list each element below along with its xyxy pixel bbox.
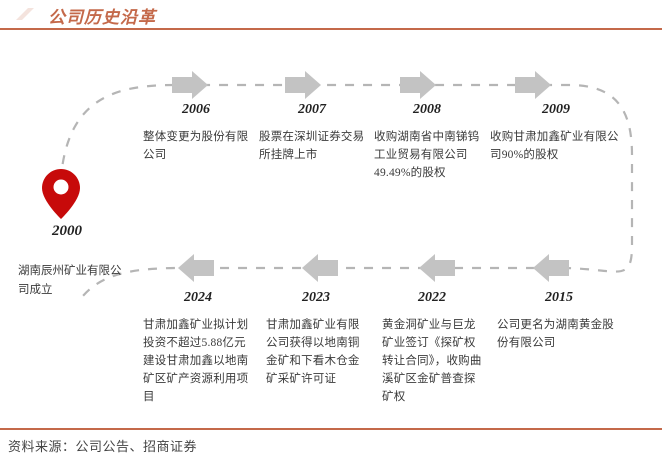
milestone-description: 湖南辰州矿业有限公司成立 bbox=[18, 265, 122, 296]
arrow-head bbox=[192, 71, 208, 99]
arrow-head bbox=[535, 71, 551, 99]
arrow-shaft bbox=[435, 260, 455, 276]
milestone-description: 收购湖南省中南锑钨工业贸易有限公司49.49%的股权 bbox=[374, 131, 480, 179]
map-pin-icon bbox=[42, 169, 80, 219]
milestone-description: 公司更名为湖南黄金股份有限公司 bbox=[497, 319, 614, 349]
arrow-shaft bbox=[285, 77, 305, 93]
milestone-year: 2008 bbox=[413, 102, 441, 117]
arrow-head bbox=[302, 254, 318, 282]
milestone-year: 2024 bbox=[184, 290, 212, 305]
milestone-description: 甘肃加鑫矿业有限公司获得以地南铜金矿和下看木仓金矿采矿许可证 bbox=[266, 319, 360, 385]
milestone-year: 2006 bbox=[182, 102, 210, 117]
milestone-2009: 2009 收购甘肃加鑫矿业有限公司90%的股权 bbox=[490, 102, 622, 164]
source-note: 资料来源：公司公告、招商证券 bbox=[8, 439, 198, 454]
timeline-dashed-path bbox=[58, 83, 634, 303]
page-title: 公司历史沿革 bbox=[48, 8, 156, 27]
milestone-description: 甘肃加鑫矿业拟计划投资不超过5.88亿元建设甘肃加鑫以地南矿区矿产资源利用项目 bbox=[143, 319, 249, 403]
milestone-year: 2015 bbox=[545, 290, 573, 305]
arrow-shaft bbox=[172, 77, 192, 93]
milestone-description: 黄金洞矿业与巨龙矿业签订《探矿权转让合同》，收购曲溪矿区金矿普查探矿权 bbox=[382, 319, 482, 403]
milestone-2015: 2015 公司更名为湖南黄金股份有限公司 bbox=[497, 290, 621, 352]
milestone-year: 2023 bbox=[302, 290, 330, 305]
arrow-shaft bbox=[400, 77, 420, 93]
milestone-year: 2022 bbox=[418, 290, 446, 305]
arrow-head bbox=[419, 254, 435, 282]
arrow-head bbox=[420, 71, 436, 99]
milestone-2024: 2024 甘肃加鑫矿业拟计划投资不超过5.88亿元建设甘肃加鑫以地南矿区矿产资源… bbox=[143, 290, 253, 406]
milestone-year: 2009 bbox=[542, 102, 570, 117]
milestone-description: 整体变更为股份有限公司 bbox=[143, 131, 249, 161]
arrow-shaft bbox=[318, 260, 338, 276]
footer-divider bbox=[0, 428, 662, 430]
arrow-head bbox=[178, 254, 194, 282]
arrow-shaft bbox=[549, 260, 569, 276]
milestone-2008: 2008 收购湖南省中南锑钨工业贸易有限公司49.49%的股权 bbox=[374, 102, 480, 182]
arrow-shaft bbox=[194, 260, 214, 276]
milestone-2023: 2023 甘肃加鑫矿业有限公司获得以地南铜金矿和下看木仓金矿采矿许可证 bbox=[266, 290, 366, 388]
milestone-description: 收购甘肃加鑫矿业有限公司90%的股权 bbox=[490, 131, 619, 161]
milestone-origin: 2000 湖南辰州矿业有限公司成立 bbox=[8, 223, 126, 300]
page-footer: 资料来源：公司公告、招商证券 bbox=[0, 428, 662, 462]
milestone-2007: 2007 股票在深圳证券交易所挂牌上市 bbox=[259, 102, 365, 164]
milestone-year: 2000 bbox=[52, 223, 82, 239]
arrow-shaft bbox=[515, 77, 535, 93]
page-header: 公司历史沿革 bbox=[0, 0, 662, 40]
milestone-2006: 2006 整体变更为股份有限公司 bbox=[143, 102, 249, 164]
milestone-2022: 2022 黄金洞矿业与巨龙矿业签订《探矿权转让合同》，收购曲溪矿区金矿普查探矿权 bbox=[382, 290, 482, 406]
milestone-description: 股票在深圳证券交易所挂牌上市 bbox=[259, 131, 365, 161]
title-divider bbox=[0, 28, 662, 30]
arrow-head bbox=[533, 254, 549, 282]
milestone-year: 2007 bbox=[298, 102, 326, 117]
timeline-diagram: 2000 湖南辰州矿业有限公司成立 2006 整体变更为股份有限公司 2007 … bbox=[0, 40, 662, 428]
arrow-head bbox=[305, 71, 321, 99]
corner-logo-icon bbox=[16, 8, 34, 20]
